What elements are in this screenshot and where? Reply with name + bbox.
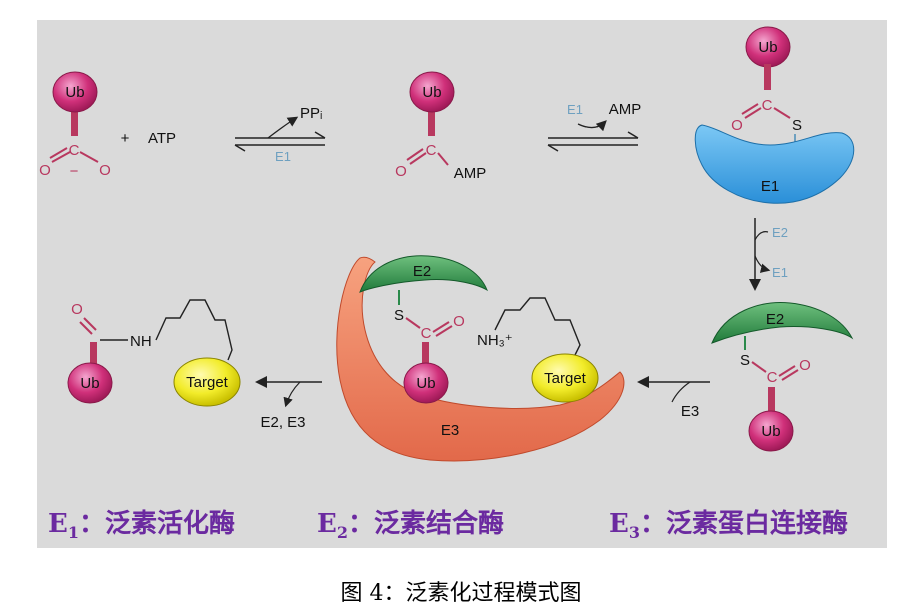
ub-label-2: Ub bbox=[422, 84, 441, 101]
carbon-label-2: C bbox=[426, 142, 437, 159]
ub-protein-6 bbox=[67, 362, 113, 404]
ub-protein-4 bbox=[748, 410, 794, 452]
carbon-label-3: C bbox=[762, 97, 773, 114]
charge-minus: − bbox=[70, 163, 79, 180]
equilibrium-arrow-1 bbox=[234, 116, 326, 152]
equilibrium-arrow-2 bbox=[547, 120, 639, 152]
product-arrow bbox=[255, 376, 322, 408]
ub-label-1: Ub bbox=[65, 84, 84, 101]
target-protein-free bbox=[531, 353, 599, 403]
ub-protein-2 bbox=[409, 71, 455, 113]
legend-e3: E3：泛素蛋白连接酶 bbox=[609, 508, 848, 542]
oxygen-label-4: O bbox=[799, 357, 811, 374]
sulfur-label-e2-complex: S bbox=[394, 307, 404, 324]
target-label-bound: Target bbox=[186, 374, 229, 391]
transfer-arrow-e1-e2 bbox=[749, 218, 771, 291]
ub-amp: Ub C O AMP bbox=[395, 71, 487, 182]
oxygen-label-1a: O bbox=[39, 162, 51, 179]
oxygen-label-1b: O bbox=[99, 162, 111, 179]
carbon-label-5: C bbox=[421, 325, 432, 342]
ub-label-5: Ub bbox=[416, 375, 435, 392]
e2-ub-thioester: E2 S C O Ub bbox=[711, 302, 854, 452]
e3-enzyme bbox=[336, 256, 625, 462]
sulfur-label-e2-right: S bbox=[740, 352, 750, 369]
carbon-label-4: C bbox=[767, 369, 778, 386]
ub-label-4: Ub bbox=[761, 423, 780, 440]
e2-enzyme-right-label: E2 bbox=[766, 311, 784, 328]
sulfur-label-e1: S bbox=[792, 117, 802, 134]
oxygen-label-3: O bbox=[731, 117, 743, 134]
e2-enzyme-complex-label: E2 bbox=[413, 263, 431, 280]
amp-label-1: AMP bbox=[454, 165, 487, 182]
transfer-arrow-e3 bbox=[637, 376, 710, 403]
e2-label-in: E2 bbox=[772, 225, 788, 240]
e3-label-in: E3 bbox=[681, 403, 699, 420]
ub-label-3: Ub bbox=[758, 39, 777, 56]
nh3-label: NH₃⁺ bbox=[477, 332, 513, 349]
e3-complex: E3 E2 S C O Ub NH₃⁺ Target bbox=[336, 255, 625, 462]
target-protein-bound bbox=[173, 357, 241, 407]
e1-enzyme-label: E1 bbox=[761, 178, 779, 195]
oxygen-label-5: O bbox=[453, 313, 465, 330]
e1-enzyme bbox=[694, 124, 855, 204]
oxygen-label-2: O bbox=[395, 163, 407, 180]
atp-label: ATP bbox=[148, 130, 176, 147]
figure-caption: 图 4：泛素化过程模式图 bbox=[340, 581, 582, 606]
e1-label-out: E1 bbox=[772, 265, 788, 280]
ub-target-product: O NH Ub Target bbox=[67, 299, 241, 407]
e1-label-reverse: E1 bbox=[275, 149, 291, 164]
e1-ub-thioester: Ub C O S E1 bbox=[694, 26, 855, 204]
lysine-chain-free bbox=[494, 297, 581, 356]
ub-carboxylate: Ub C O O − bbox=[39, 71, 111, 180]
plus-sign: + bbox=[121, 130, 130, 147]
amp-label-2: AMP bbox=[609, 101, 642, 118]
legend-e1: E1：泛素活化酶 bbox=[48, 509, 235, 542]
lysine-chain-bound bbox=[155, 299, 233, 361]
ppi-label: PPᵢ bbox=[300, 105, 322, 122]
e1-label-forward: E1 bbox=[567, 102, 583, 117]
carbon-label-1: C bbox=[69, 142, 80, 159]
ub-protein-1 bbox=[52, 71, 98, 113]
legend: E1：泛素活化酶 E2：泛素结合酶 E3：泛素蛋白连接酶 bbox=[48, 508, 848, 542]
nh-label: NH bbox=[130, 333, 152, 350]
e3-enzyme-label: E3 bbox=[441, 422, 459, 439]
e2-enzyme-complex bbox=[359, 255, 488, 293]
e2-enzyme-right bbox=[711, 302, 854, 344]
e2-e3-label-out: E2, E3 bbox=[260, 414, 305, 431]
ub-label-6: Ub bbox=[80, 375, 99, 392]
legend-e2: E2：泛素结合酶 bbox=[317, 508, 504, 542]
target-label-free: Target bbox=[544, 370, 587, 387]
oxygen-label-6: O bbox=[71, 301, 83, 318]
ub-protein-5 bbox=[403, 362, 449, 404]
diagram-panel bbox=[37, 20, 887, 548]
